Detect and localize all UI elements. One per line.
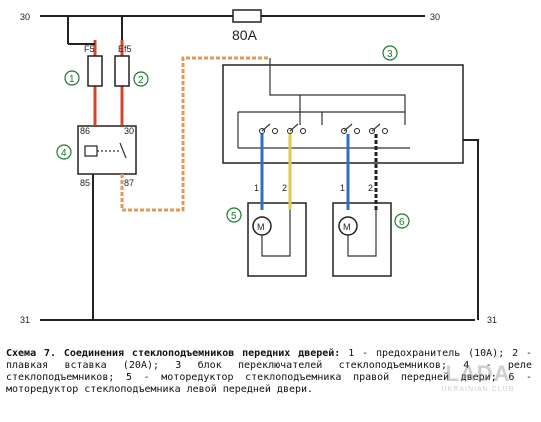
label-31-right: 31 (487, 315, 497, 325)
watermark-sub: UKRAINIAN CLUB (441, 386, 515, 393)
fuse-ef5 (114, 55, 130, 87)
label-30-right: 30 (430, 12, 440, 22)
motor-block-6 (332, 202, 392, 277)
relay-pin-87: 87 (124, 178, 134, 188)
wire-label-2-b: 2 (368, 183, 373, 193)
fuse-80a (232, 9, 262, 23)
label-80a: 80A (232, 27, 258, 43)
wire-label-2-a: 2 (282, 183, 287, 193)
wire-label-1-b: 1 (340, 183, 345, 193)
label-ef5: Ef5 (118, 44, 132, 54)
caption-body: 1 - предохранитель (10А); 2 - плавкая вс… (6, 348, 532, 395)
wire-label-1-a: 1 (254, 183, 259, 193)
switch-block-3 (222, 64, 464, 164)
club-watermark: LADA UKRAINIAN CLUB (418, 362, 538, 420)
diagram-caption: Схема 7. Соединения стеклоподъемников пе… (6, 348, 532, 396)
wiring-diagram: 30 30 80A 31 31 F5 Ef5 1 2 86 30 85 87 4… (20, 9, 497, 325)
relay-pin-30: 30 (124, 126, 134, 136)
marker-1: 1 (69, 74, 75, 85)
motor-5-label: M (257, 222, 265, 232)
caption-title: Схема 7. Соединения стеклоподъемников пе… (6, 348, 341, 359)
watermark-main: LADA (445, 361, 511, 386)
marker-4: 4 (61, 148, 67, 159)
marker-6: 6 (399, 217, 405, 228)
relay-pin-85: 85 (80, 178, 90, 188)
motor-6-label: M (343, 222, 351, 232)
motor-block-5 (247, 202, 307, 277)
label-30-left: 30 (20, 12, 30, 22)
relay-pin-86: 86 (80, 126, 90, 136)
marker-5: 5 (231, 211, 237, 222)
label-31-left: 31 (20, 315, 30, 325)
wire-orange-87 (120, 56, 270, 212)
fuse-f5 (87, 55, 103, 87)
marker-3: 3 (387, 49, 393, 60)
label-f5: F5 (84, 44, 95, 54)
marker-2: 2 (138, 75, 144, 86)
